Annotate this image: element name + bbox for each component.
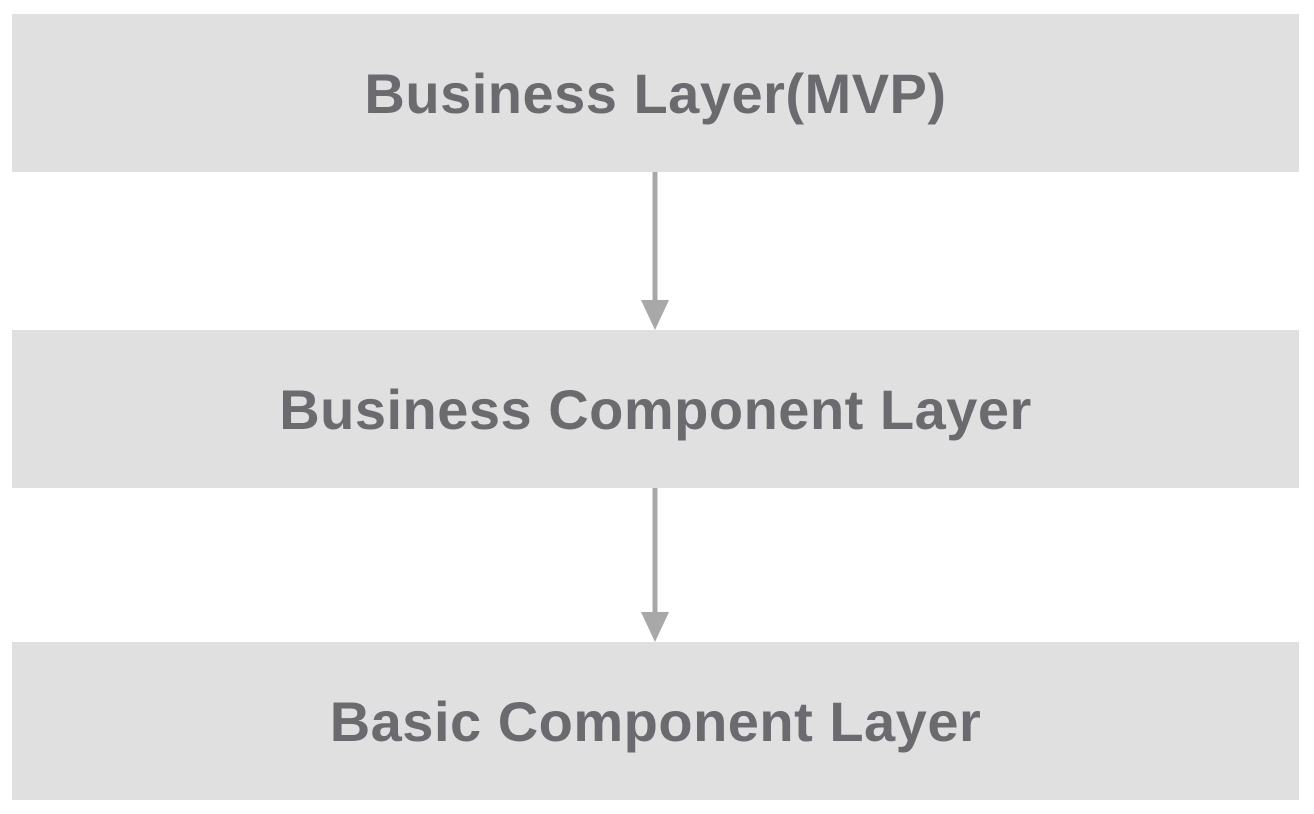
basic-component-layer-box: Basic Component Layer (12, 642, 1299, 800)
business-layer-box: Business Layer(MVP) (12, 14, 1299, 172)
business-component-layer-label: Business Component Layer (279, 377, 1032, 441)
business-component-layer-box: Business Component Layer (12, 330, 1299, 488)
basic-component-layer-label: Basic Component Layer (329, 689, 982, 753)
arrow-component-to-basic (641, 488, 669, 642)
business-layer-label: Business Layer(MVP) (364, 61, 947, 125)
arrow-business-to-component (641, 172, 669, 330)
